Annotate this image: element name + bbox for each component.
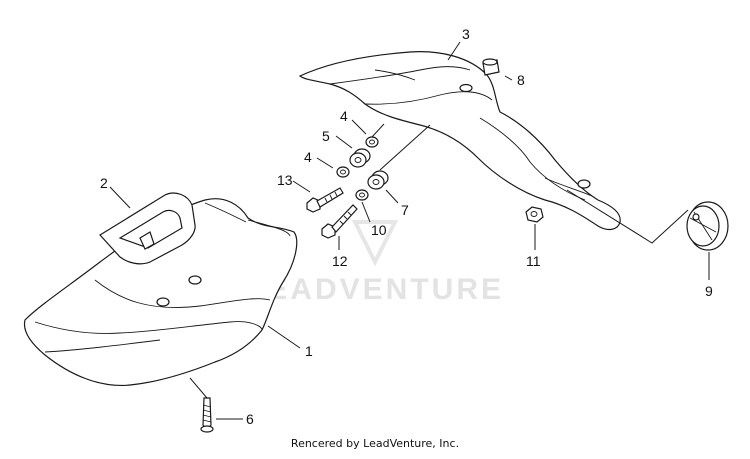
callout-12: 13 bbox=[277, 172, 293, 188]
part-11-nut[interactable] bbox=[525, 206, 544, 223]
part-5-grommet[interactable] bbox=[349, 148, 371, 168]
part-4-washer-upper[interactable] bbox=[365, 136, 379, 148]
part-8-cap[interactable] bbox=[482, 58, 500, 76]
hardware-alignment-line bbox=[379, 124, 431, 171]
callout-9: 9 bbox=[705, 283, 713, 299]
screw-mount-line bbox=[189, 377, 208, 399]
callout-5: 5 bbox=[322, 128, 330, 144]
part-4-washer-lower[interactable] bbox=[336, 166, 350, 178]
callout-4-lower: 4 bbox=[304, 149, 312, 165]
callout-13: 12 bbox=[332, 253, 348, 269]
callout-1: 1 bbox=[305, 343, 313, 359]
part-6-screw[interactable] bbox=[200, 397, 214, 433]
part-13-bolt[interactable] bbox=[321, 204, 358, 239]
reflector-mount-line bbox=[566, 189, 689, 244]
callout-11: 11 bbox=[526, 253, 541, 269]
callout-10: 10 bbox=[371, 222, 387, 238]
part-12-bolt[interactable] bbox=[306, 187, 344, 213]
hardware-alignment-line-2 bbox=[371, 123, 385, 138]
render-credit: Rencered by LeadVenture, Inc. bbox=[290, 437, 460, 450]
part-3-fender-extension[interactable] bbox=[298, 51, 621, 231]
part-9-reflector[interactable] bbox=[686, 201, 729, 251]
callout-3: 3 bbox=[462, 26, 470, 42]
part-2-bracket-plate[interactable] bbox=[99, 192, 196, 265]
watermark-text: LEADVENTURE bbox=[246, 273, 504, 306]
callout-4-upper: 4 bbox=[340, 108, 348, 124]
callout-6: 6 bbox=[246, 411, 254, 427]
part-7-grommet[interactable] bbox=[367, 170, 389, 190]
leadventure-watermark: LEADVENTURE bbox=[246, 220, 504, 306]
callout-2: 2 bbox=[100, 175, 108, 191]
part-10-washer[interactable] bbox=[355, 189, 369, 201]
leader-lines bbox=[109, 41, 710, 420]
callout-7: 7 bbox=[401, 202, 409, 218]
callout-8: 8 bbox=[517, 72, 525, 88]
